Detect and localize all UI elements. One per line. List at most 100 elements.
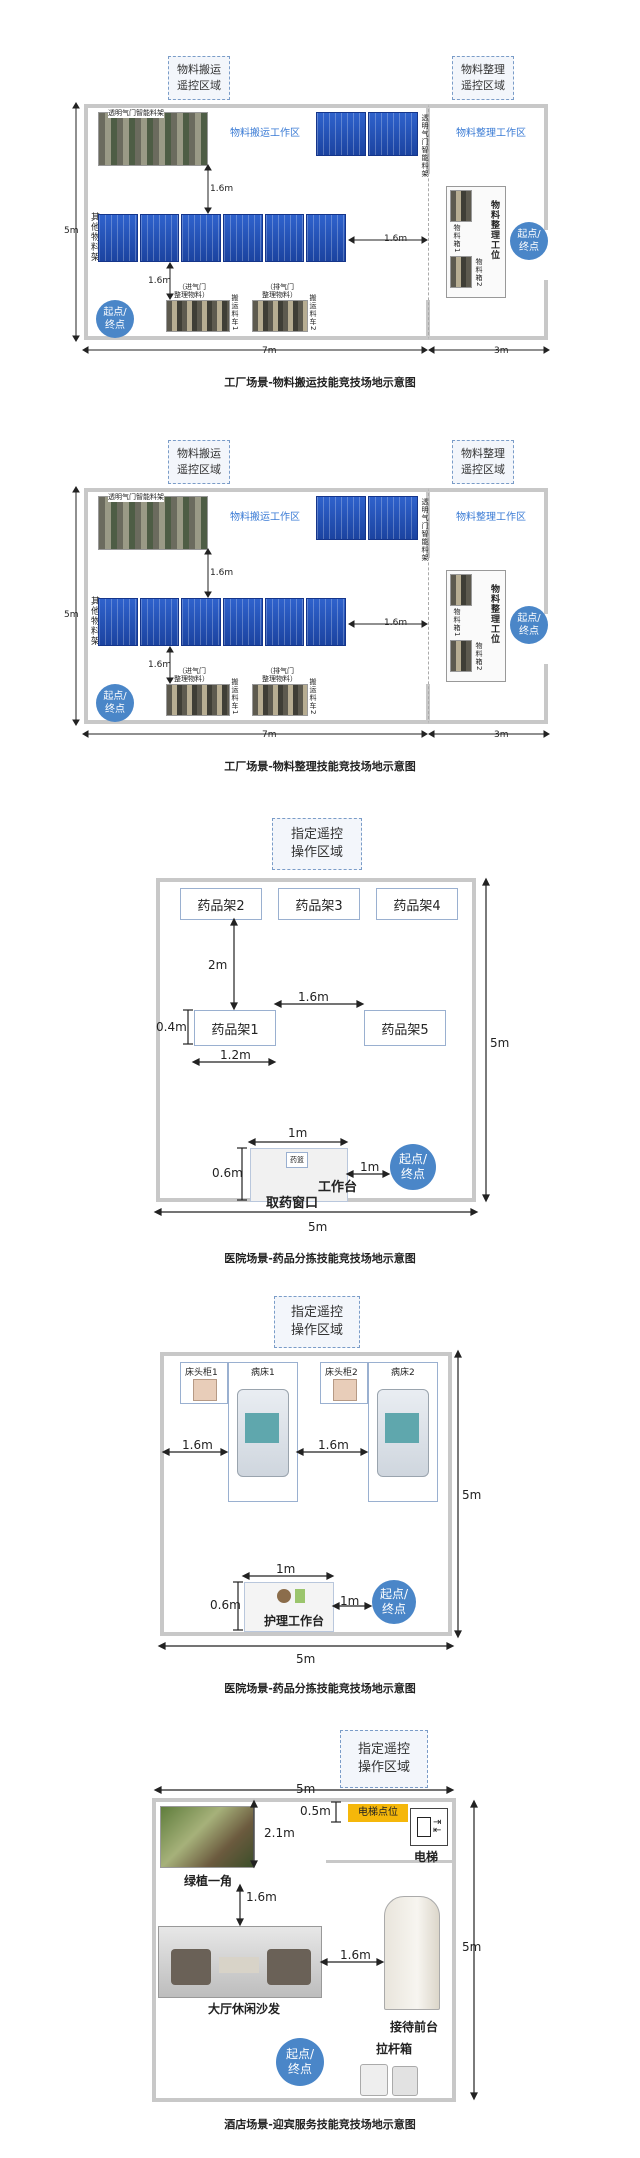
start-end-point-left: 起点/ 终点 <box>96 684 134 722</box>
cart2-image <box>252 684 308 716</box>
smart-shelf-label: 透明气门智能料架 <box>108 492 164 502</box>
remote-operation-zone: 指定遥控 操作区域 <box>274 1296 360 1348</box>
bottom-wall-left <box>156 1198 252 1202</box>
dim-5m-horizontal: 5m <box>296 1782 316 1796</box>
hospital1-dimension-lines <box>153 877 490 1216</box>
handling-work-zone-label: 物料搬运工作区 <box>230 512 300 523</box>
dim-5m-horizontal: 5m <box>296 1652 316 1666</box>
dim-1m-top: 1m <box>288 1126 308 1140</box>
bin2-label: 物料箱2 <box>475 642 483 672</box>
right-wall <box>452 1798 456 2102</box>
elevator-arrows-icon: ⇥⇤ <box>433 1817 442 1836</box>
luggage-image <box>356 2056 426 2096</box>
bin1-image <box>450 574 472 606</box>
dim-3m: 3m <box>494 730 509 740</box>
bed2-mattress <box>385 1413 419 1443</box>
elevator-spot: 电梯点位 <box>348 1804 408 1822</box>
dim-5m-vertical: 5m <box>462 1940 482 1954</box>
reception-desk-image <box>384 1896 440 2010</box>
cart2-bot-label: 整理物料） <box>262 291 297 299</box>
smart-shelf-side-label: 透明气门智能料架 <box>421 498 429 562</box>
cart1-side-label: 搬运料车1 <box>231 678 239 716</box>
dim-h: 1.6m <box>384 234 408 244</box>
bottom-wall-right <box>344 1198 476 1202</box>
dim-h: 1.6m <box>384 618 408 628</box>
smart-shelf-image <box>98 496 208 550</box>
green-plants-label: 绿植一角 <box>184 1874 233 1888</box>
station-item-2 <box>295 1589 305 1603</box>
green-plants-image <box>160 1806 254 1868</box>
start-end-point-right: 起点/ 终点 <box>510 222 548 260</box>
elevator-wall <box>326 1860 452 1863</box>
bin1-label: 物料箱1 <box>453 608 461 638</box>
dim-5m-vertical: 5m <box>490 1036 510 1050</box>
dim-0-5m: 0.5m <box>300 1804 331 1818</box>
smart-shelf-label: 透明气门智能料架 <box>108 108 164 118</box>
suitcase-1 <box>360 2064 388 2096</box>
start-end-point-left: 起点/ 终点 <box>96 300 134 338</box>
suitcase-2 <box>392 2066 418 2096</box>
dim-1-6m-middle: 1.6m <box>318 1438 349 1452</box>
dim-v1: 1.6m <box>210 184 234 194</box>
cart1-top-label: （进气门 <box>178 283 206 291</box>
medicine-shelf-2: 药品架2 <box>180 888 262 920</box>
crate-row <box>98 214 347 262</box>
sofa-right <box>267 1949 311 1985</box>
cart1-image <box>166 684 230 716</box>
other-rack-label: 其他物料架 <box>89 212 99 262</box>
handling-area-wall <box>84 104 428 340</box>
hospital-bed-1: 病床1 <box>228 1362 298 1502</box>
cart1-top-label: （进气门 <box>178 667 206 675</box>
bin1-label: 物料箱1 <box>453 224 461 254</box>
cart2-image <box>252 300 308 332</box>
start-end-point: 起点/ 终点 <box>372 1580 416 1624</box>
left-wall <box>152 1798 156 2102</box>
medicine-basket: 药篮 <box>286 1152 308 1168</box>
top-wall <box>152 1798 456 1802</box>
sorting-area-wall <box>428 104 548 340</box>
factory1-caption: 工厂场景-物料搬运技能竞技场地示意图 <box>224 376 416 389</box>
crate-stack-top <box>316 112 418 156</box>
dim-1-6m: 1.6m <box>298 990 329 1004</box>
cabinet2-image <box>333 1379 357 1401</box>
crate-stack-top <box>316 496 418 540</box>
bottom-wall <box>160 1632 452 1636</box>
bin1-image <box>450 190 472 222</box>
dim-1-2m: 1.2m <box>220 1048 251 1062</box>
elevator-door-icon <box>417 1817 431 1837</box>
remote-operation-zone: 指定遥控 操作区域 <box>340 1730 428 1788</box>
door-gap <box>544 230 548 280</box>
bottom-wall <box>152 2098 456 2102</box>
cart1-bot-label: 整理物料） <box>174 675 209 683</box>
cart2-bot-label: 整理物料） <box>262 675 297 683</box>
remote-zone-sorting: 物料整理 遥控区域 <box>452 440 514 484</box>
other-rack-label: 其他物料架 <box>89 596 99 646</box>
dim-5m-horizontal: 5m <box>308 1220 328 1234</box>
crate-row <box>98 598 347 646</box>
dim-0-6m: 0.6m <box>212 1166 243 1180</box>
dim-1m-side: 1m <box>340 1594 360 1608</box>
factory2-caption: 工厂场景-物料整理技能竞技场地示意图 <box>224 760 416 773</box>
right-wall <box>448 1352 452 1636</box>
bin2-image <box>450 256 472 288</box>
cart2-top-label: （排气门 <box>266 667 294 675</box>
remote-zone-handling: 物料搬运 遥控区域 <box>168 56 230 100</box>
pickup-window-label: 取药窗口 <box>266 1196 319 1211</box>
dim-1m-side: 1m <box>360 1160 380 1174</box>
handling-area-wall <box>84 488 428 724</box>
cabinet1-image <box>193 1379 217 1401</box>
hotel-caption: 酒店场景-迎宾服务技能竞技场地示意图 <box>224 2118 416 2131</box>
cart1-image <box>166 300 230 332</box>
medicine-shelf-5: 药品架5 <box>364 1010 446 1046</box>
dim-5m: 5m <box>64 226 79 236</box>
sorting-station-label: 物料整理工位 <box>489 584 499 644</box>
dim-2m: 2m <box>208 958 228 972</box>
factory2-dimension-lines <box>72 486 550 738</box>
elevator-icon: ⇥⇤ <box>410 1808 448 1846</box>
nurse-station <box>244 1582 334 1632</box>
workbench-label: 工作台 <box>318 1180 358 1195</box>
dim-0-4m: 0.4m <box>156 1020 187 1034</box>
sorting-work-zone-label: 物料整理工作区 <box>456 512 526 523</box>
top-wall <box>160 1352 452 1356</box>
cart2-side-label: 搬运料车2 <box>309 678 317 716</box>
